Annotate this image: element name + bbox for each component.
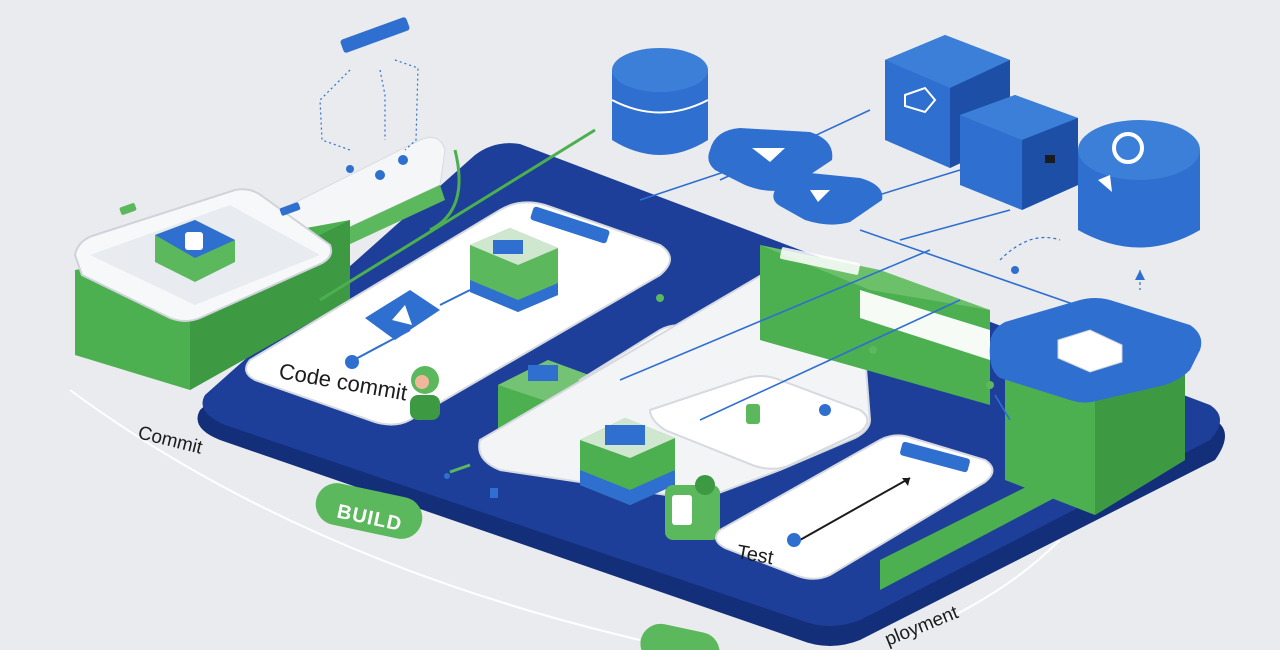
connector-node-icon — [787, 533, 801, 547]
tray-dot — [398, 155, 408, 165]
commit-label: Commit — [136, 422, 205, 458]
database-icon — [611, 48, 709, 155]
server-cube-icon — [960, 95, 1078, 210]
guide-curve — [899, 539, 1061, 641]
card-tag — [530, 206, 610, 244]
arrow-icon — [902, 478, 910, 486]
guide-curve — [69, 389, 641, 641]
deploy-belt — [880, 470, 1060, 590]
storage-cylinder-icon — [1078, 120, 1200, 248]
code-commit-card — [245, 201, 671, 426]
commit-block — [73, 188, 350, 390]
decorative-bits — [119, 202, 1145, 498]
deploy-tower — [989, 298, 1202, 515]
bottom-pill — [640, 623, 720, 650]
storage-tile-icon — [773, 172, 883, 225]
badge-icon — [746, 404, 760, 424]
tray-dot — [375, 170, 385, 180]
tray-dot — [346, 165, 354, 173]
build-cube-small — [580, 418, 675, 505]
deploy-wall — [760, 245, 990, 405]
connector-wires — [319, 59, 419, 151]
top-tag — [340, 17, 410, 53]
test-card — [715, 434, 994, 580]
dashed-cables — [999, 236, 1141, 290]
robot-figure — [665, 475, 720, 540]
connector-node-icon — [345, 355, 359, 369]
person-figure — [410, 366, 440, 420]
server-box-icon — [1057, 329, 1123, 373]
flow-lines — [319, 128, 596, 302]
